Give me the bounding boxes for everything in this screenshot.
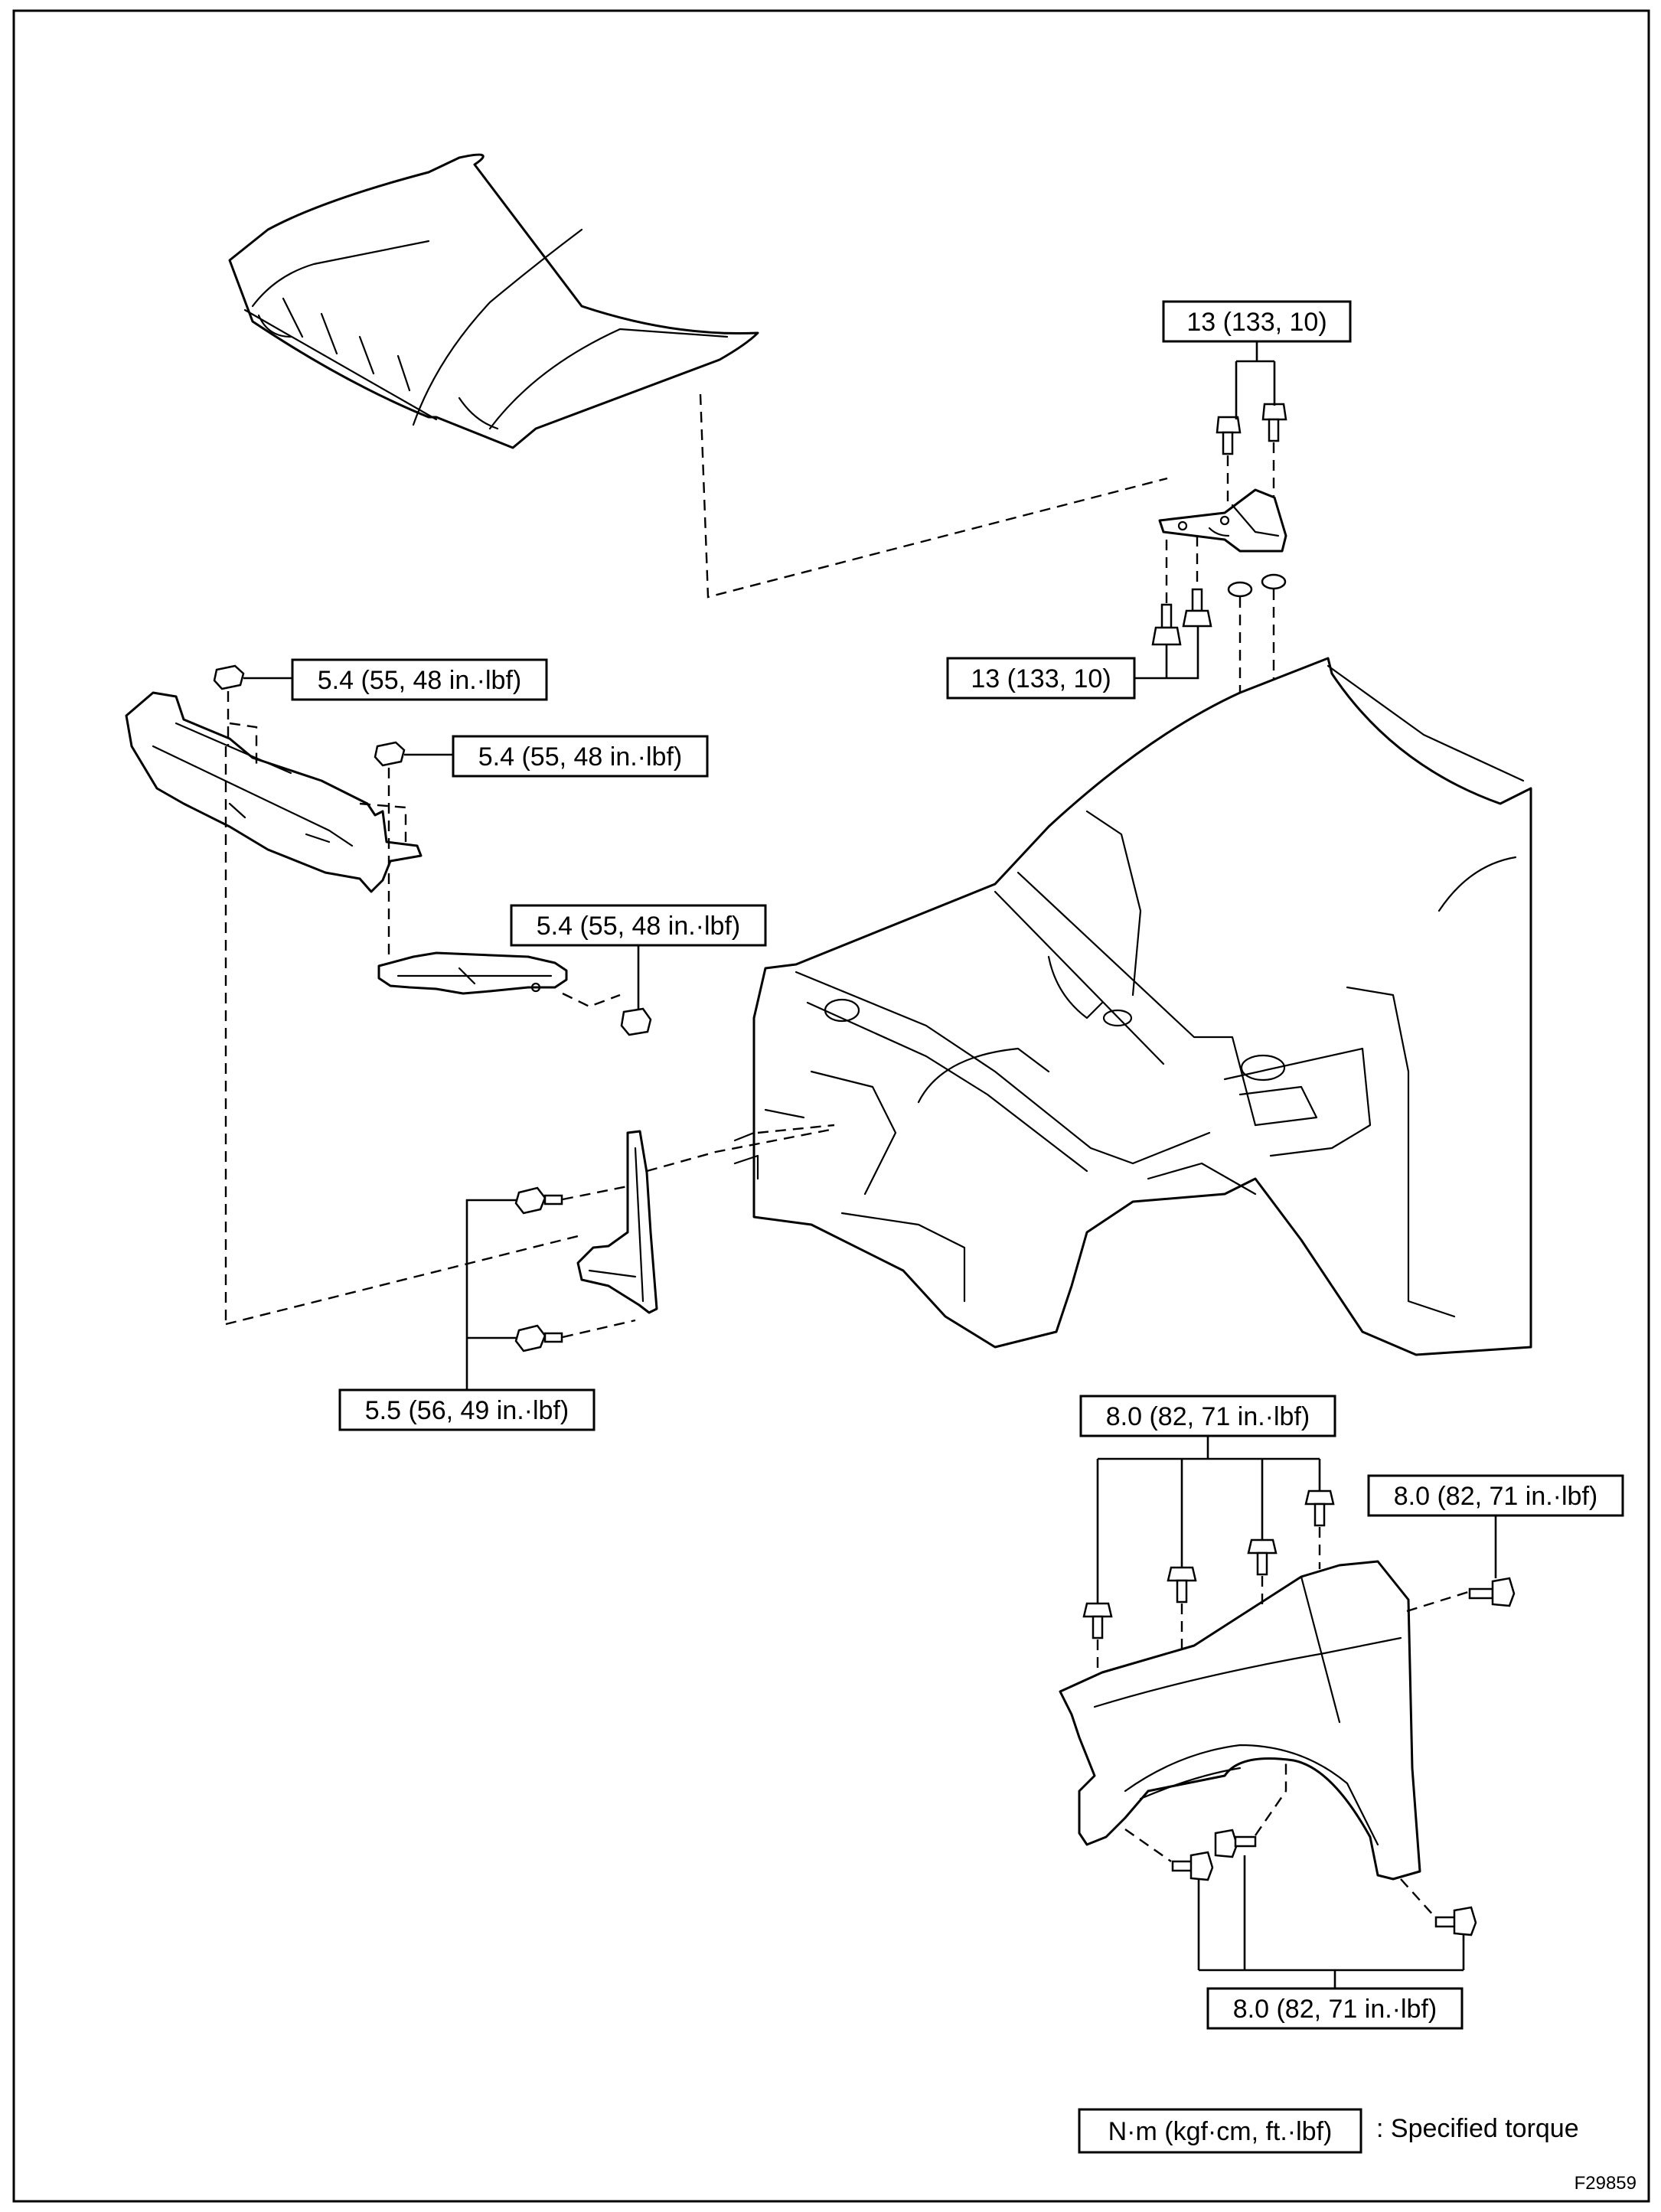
svg-text:8.0 (82, 71 in.·lbf): 8.0 (82, 71 in.·lbf) bbox=[1233, 1995, 1437, 2024]
svg-text:13 (133, 10): 13 (133, 10) bbox=[971, 664, 1111, 693]
hinge-bolt-lower-left bbox=[1151, 603, 1182, 646]
torque-label-hinge-upper: 13 (133, 10) bbox=[1162, 300, 1352, 343]
front-fender bbox=[1059, 1560, 1421, 1881]
torque-label-brace-nut: 5.4 (55, 48 in.·lbf) bbox=[510, 904, 767, 947]
cowl-nut-right bbox=[374, 741, 406, 767]
torque-label-bracket-bolts: 5.5 (56, 49 in.·lbf) bbox=[338, 1388, 596, 1431]
fender-bolt-lower-2 bbox=[1214, 1829, 1257, 1858]
fender-bolt-lower-3 bbox=[1434, 1906, 1477, 1936]
fender-bolt-upper-3 bbox=[1247, 1538, 1278, 1576]
fender-bolt-upper-2 bbox=[1167, 1566, 1197, 1604]
svg-text:13 (133, 10): 13 (133, 10) bbox=[1186, 308, 1327, 337]
bracket-bolt-upper bbox=[514, 1186, 563, 1215]
hinge-bolt-upper-left bbox=[1216, 416, 1242, 455]
fender-bolt-upper-4 bbox=[1304, 1489, 1335, 1527]
svg-text:5.4 (55, 48 in.·lbf): 5.4 (55, 48 in.·lbf) bbox=[537, 912, 740, 941]
torque-label-cowl-nut-left: 5.4 (55, 48 in.·lbf) bbox=[291, 658, 548, 701]
svg-text:5.4 (55, 48 in.·lbf): 5.4 (55, 48 in.·lbf) bbox=[318, 666, 521, 695]
radiator-support-brace bbox=[377, 951, 568, 995]
svg-text:8.0 (82, 71 in.·lbf): 8.0 (82, 71 in.·lbf) bbox=[1394, 1482, 1597, 1511]
fender-bolt-upper-1 bbox=[1082, 1602, 1113, 1639]
legend-description: : Specified torque bbox=[1376, 2114, 1579, 2143]
torque-label-fender-upper: 8.0 (82, 71 in.·lbf) bbox=[1079, 1395, 1336, 1437]
bracket-bolt-lower bbox=[514, 1324, 563, 1352]
cowl-top-panel bbox=[125, 691, 423, 893]
torque-unit-legend: N·m (kgf·cm, ft.·lbf) : Specified torque bbox=[1078, 2108, 1579, 2154]
hinge-bolt-lower-right bbox=[1182, 588, 1212, 628]
hood-hinge-leader bbox=[699, 393, 1168, 599]
radiator-side-bracket bbox=[576, 1130, 658, 1314]
svg-text:5.5 (56, 49 in.·lbf): 5.5 (56, 49 in.·lbf) bbox=[365, 1396, 569, 1425]
figure-code: F29859 bbox=[1575, 2173, 1637, 2194]
svg-text:8.0 (82, 71 in.·lbf): 8.0 (82, 71 in.·lbf) bbox=[1106, 1402, 1310, 1431]
torque-label-fender-lower: 8.0 (82, 71 in.·lbf) bbox=[1206, 1987, 1464, 2030]
hinge-washers bbox=[1227, 573, 1287, 598]
torque-label-cowl-nut-right: 5.4 (55, 48 in.·lbf) bbox=[452, 735, 709, 778]
hood-hinge bbox=[1158, 488, 1287, 553]
fender-bolt-side bbox=[1468, 1577, 1516, 1607]
cowl-nut-left bbox=[213, 664, 245, 690]
diagram-frame bbox=[12, 9, 1650, 2203]
brace-nut bbox=[620, 1007, 652, 1036]
vehicle-body-shell bbox=[733, 657, 1532, 1356]
legend-unit-text: N·m (kgf·cm, ft.·lbf) bbox=[1108, 2117, 1333, 2146]
svg-text:5.4 (55, 48 in.·lbf): 5.4 (55, 48 in.·lbf) bbox=[478, 742, 682, 772]
torque-label-fender-side: 8.0 (82, 71 in.·lbf) bbox=[1367, 1474, 1624, 1517]
hinge-bolt-upper-right bbox=[1261, 403, 1287, 442]
torque-label-hinge-lower: 13 (133, 10) bbox=[946, 657, 1136, 700]
hood-panel bbox=[228, 153, 759, 449]
fender-bolt-lower-1 bbox=[1171, 1851, 1214, 1881]
